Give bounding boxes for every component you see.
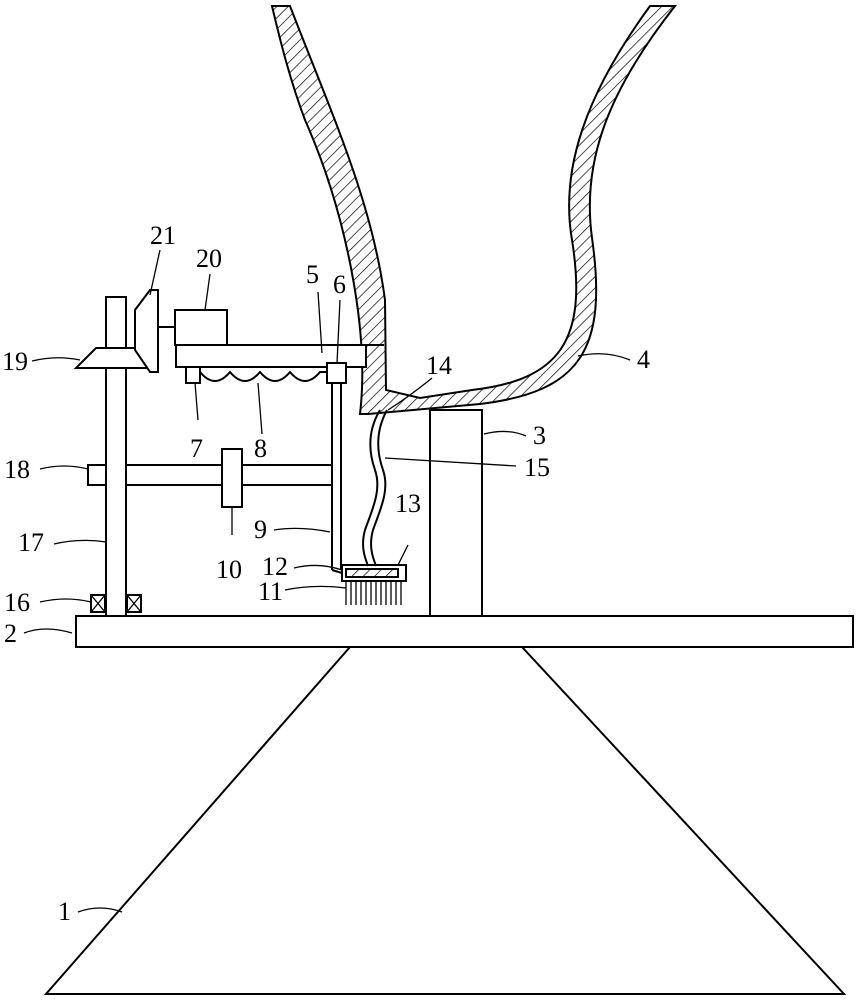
- slider-block: [326, 362, 347, 384]
- label-6: 6: [333, 270, 346, 299]
- label-10: 10: [216, 555, 242, 584]
- label-13: 13: [395, 489, 421, 518]
- bearing-left-cross-b: [90, 594, 106, 613]
- label-14: 14: [426, 351, 452, 380]
- label-4: 4: [637, 345, 650, 374]
- label-8: 8: [254, 434, 267, 463]
- label-11: 11: [258, 577, 283, 606]
- conical-base: [43, 646, 847, 995]
- motor: [174, 309, 228, 346]
- small-block: [185, 366, 201, 384]
- label-15: 15: [524, 453, 550, 482]
- clamp-block: [221, 448, 243, 508]
- label-1: 1: [58, 897, 71, 926]
- label-2: 2: [4, 619, 17, 648]
- spring: [199, 370, 327, 382]
- label-3: 3: [533, 421, 546, 450]
- platform: [75, 615, 854, 648]
- vertical-post: [105, 296, 127, 617]
- label-9: 9: [254, 515, 267, 544]
- label-16: 16: [4, 588, 30, 617]
- leader-lines: [23, 249, 631, 913]
- label-18: 18: [4, 455, 30, 484]
- label-5: 5: [306, 260, 319, 289]
- hose-right: [370, 409, 388, 567]
- label-17: 17: [18, 528, 44, 557]
- hopper: [270, 5, 678, 415]
- support-column: [429, 409, 483, 617]
- vertical-bevel-gear: [134, 289, 159, 373]
- hose-left: [362, 409, 381, 567]
- label-19: 19: [2, 347, 28, 376]
- label-12: 12: [262, 552, 288, 581]
- label-7: 7: [190, 434, 203, 463]
- brush-plate: [345, 568, 399, 578]
- rod-to-brush: [331, 569, 343, 574]
- label-20: 20: [196, 244, 222, 273]
- bristles: [345, 581, 402, 605]
- horizontal-bar: [87, 464, 333, 486]
- bearing-right-cross-b: [126, 594, 142, 613]
- horizontal-arm: [175, 344, 367, 368]
- label-21: 21: [150, 221, 176, 250]
